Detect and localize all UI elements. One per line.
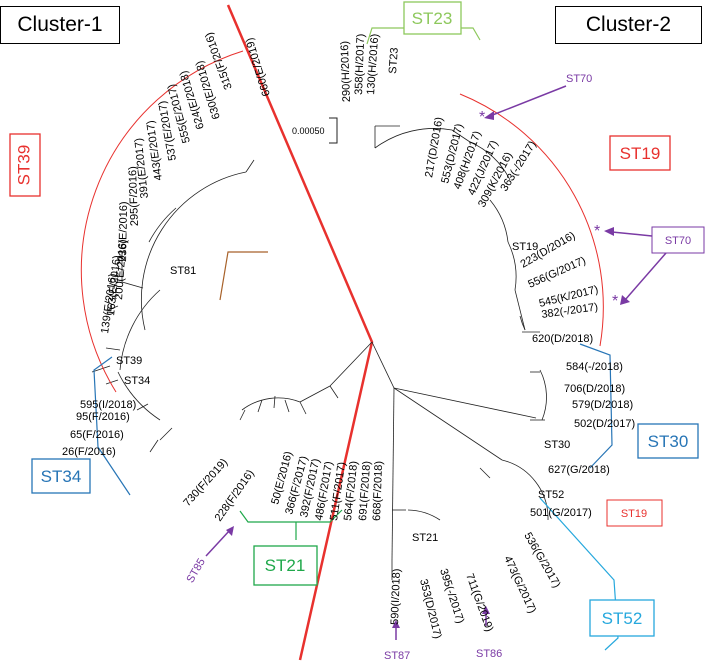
tip-label: ST21 bbox=[412, 532, 438, 544]
tip-label: ST52 bbox=[538, 489, 564, 501]
scale-bar: 0.00050 bbox=[292, 117, 338, 144]
tip-label: 536(G/2017) bbox=[521, 531, 562, 590]
cluster-2-label: Cluster-2 bbox=[555, 6, 702, 44]
tip-label: 395(-/2017) bbox=[437, 567, 466, 625]
st85-label: ST85 bbox=[184, 556, 208, 585]
tip-label: 236(E/2016) bbox=[117, 201, 130, 262]
group-st34: ST34 bbox=[31, 458, 91, 494]
tip-label: 691(F/2018) bbox=[357, 461, 373, 522]
st86-annotation: ST86 bbox=[476, 606, 502, 660]
tip-label: 200(E/2016) bbox=[113, 239, 129, 300]
tip-label: 627(G/2018) bbox=[548, 464, 610, 476]
tip-label: 502(D/2017) bbox=[574, 418, 635, 430]
st81-bracket bbox=[219, 251, 268, 301]
tip-label: 711(G/2019) bbox=[463, 572, 495, 633]
group-st19-small: ST19 bbox=[606, 499, 663, 527]
tip-label: 706(D/2018) bbox=[564, 383, 625, 395]
group-st21: ST21 bbox=[253, 545, 318, 586]
tip-label: 590(I/2018) bbox=[389, 568, 403, 625]
tip-label: 295(F/2016) bbox=[127, 166, 141, 226]
st70-annotation-box: ST70 * * bbox=[594, 223, 705, 310]
st39-label: ST39 bbox=[14, 145, 33, 186]
st19-label: ST19 bbox=[620, 144, 661, 163]
st23-label: ST23 bbox=[412, 9, 453, 28]
tip-label: ST30 bbox=[544, 439, 570, 451]
st87-label: ST87 bbox=[384, 650, 410, 662]
tip-labels: 660(E/2019)315(F/2016)630(E/2018)624(E/2… bbox=[62, 31, 635, 640]
tip-label: 501(G/2017) bbox=[530, 507, 592, 519]
tip-label: 358(H/2017) bbox=[353, 34, 367, 96]
st21-label: ST21 bbox=[265, 556, 306, 575]
group-st39: ST39 bbox=[9, 133, 41, 197]
tip-label: 584(-/2018) bbox=[566, 361, 623, 373]
tip-label: 473(G/2017) bbox=[501, 554, 538, 615]
tip-label: 290(H/2016) bbox=[339, 41, 353, 103]
st34-bracket bbox=[93, 356, 131, 496]
cluster-1-label: Cluster-1 bbox=[0, 6, 120, 44]
group-st19: ST19 bbox=[609, 135, 671, 171]
st70-annotation-top: ST70 * bbox=[479, 73, 592, 126]
tip-label: 660(E/2019) bbox=[244, 36, 273, 97]
tip-label: 353(D/2017) bbox=[417, 578, 443, 640]
st70-top-label: ST70 bbox=[566, 73, 592, 85]
asterisk-icon-3: * bbox=[612, 293, 618, 310]
asterisk-icon: * bbox=[479, 109, 485, 126]
tip-label: 620(D/2018) bbox=[532, 333, 593, 345]
st30-bracket bbox=[579, 343, 613, 469]
st85-annotation: ST85 bbox=[184, 526, 234, 585]
st70-box-label: ST70 bbox=[665, 235, 691, 247]
tip-label: 579(D/2018) bbox=[572, 399, 633, 411]
tip-label: ST34 bbox=[124, 375, 150, 387]
tip-label: ST19 bbox=[512, 241, 538, 253]
asterisk-icon-2: * bbox=[594, 223, 600, 240]
tree-branches bbox=[91, 125, 549, 580]
group-st52: ST52 bbox=[589, 599, 655, 637]
group-st30: ST30 bbox=[637, 423, 699, 459]
st19-arc bbox=[459, 93, 604, 347]
st19-small-label: ST19 bbox=[621, 508, 647, 520]
st52-label: ST52 bbox=[602, 609, 643, 628]
tip-label: 26(F/2016) bbox=[62, 446, 116, 458]
tip-label: ST39 bbox=[116, 355, 142, 367]
tip-label: 65(F/2016) bbox=[70, 429, 124, 441]
tip-label: ST23 bbox=[387, 47, 401, 74]
st39-arc bbox=[80, 50, 244, 393]
tip-label: ST81 bbox=[170, 265, 196, 277]
st30-label: ST30 bbox=[648, 432, 689, 451]
st86-label: ST86 bbox=[476, 648, 502, 660]
tip-label: 95(F/2016) bbox=[76, 411, 130, 423]
group-st23: ST23 bbox=[403, 1, 462, 35]
tip-label: 668(F/2018) bbox=[371, 461, 385, 521]
st21-bracket bbox=[239, 509, 343, 523]
st87-annotation: ST87 bbox=[384, 620, 410, 662]
st34-label: ST34 bbox=[41, 467, 82, 486]
tip-label: 130(H/2016) bbox=[365, 33, 381, 95]
scale-label: 0.00050 bbox=[292, 126, 325, 136]
tip-label: 595(I/2018) bbox=[80, 399, 136, 411]
